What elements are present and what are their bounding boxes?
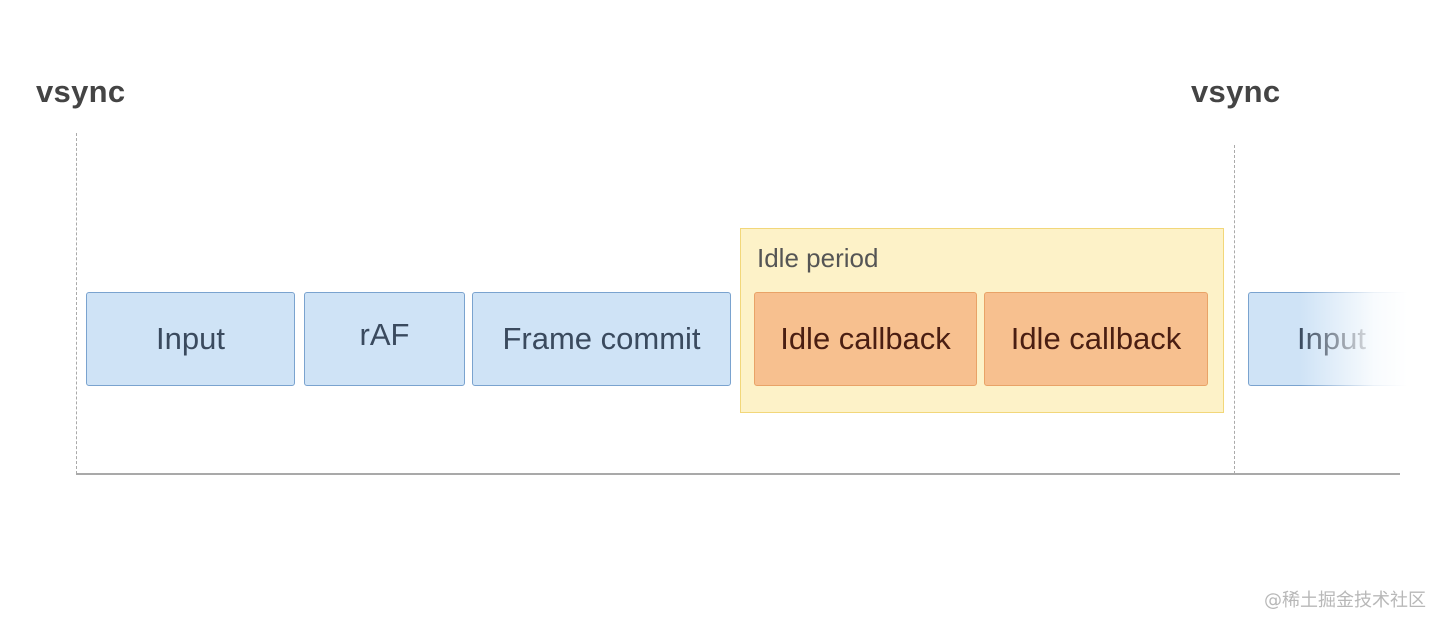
timeline-axis: [76, 473, 1400, 475]
task-input: Input: [86, 292, 295, 386]
vsync-marker-left: [76, 133, 77, 474]
task-frame-commit: Frame commit: [472, 292, 731, 386]
vsync-marker-right: [1234, 145, 1235, 474]
idle-callback-2: Idle callback: [984, 292, 1208, 386]
vsync-label-right: vsync: [1191, 74, 1281, 109]
task-input-next-frame-label: Input: [1297, 321, 1366, 356]
task-input-label: Input: [156, 321, 225, 356]
watermark: @稀土掘金技术社区: [1264, 590, 1426, 611]
task-frame-commit-label: Frame commit: [502, 321, 701, 356]
task-raf-label: rAF: [359, 317, 410, 352]
idle-callback-1-label: Idle callback: [780, 321, 951, 356]
task-input-next-frame: Input: [1248, 292, 1418, 386]
task-raf: rAF: [304, 292, 465, 386]
idle-callback-1: Idle callback: [754, 292, 977, 386]
idle-callback-2-label: Idle callback: [1010, 321, 1182, 356]
vsync-label-left: vsync: [36, 74, 126, 109]
idle-period-label: Idle period: [757, 243, 879, 273]
